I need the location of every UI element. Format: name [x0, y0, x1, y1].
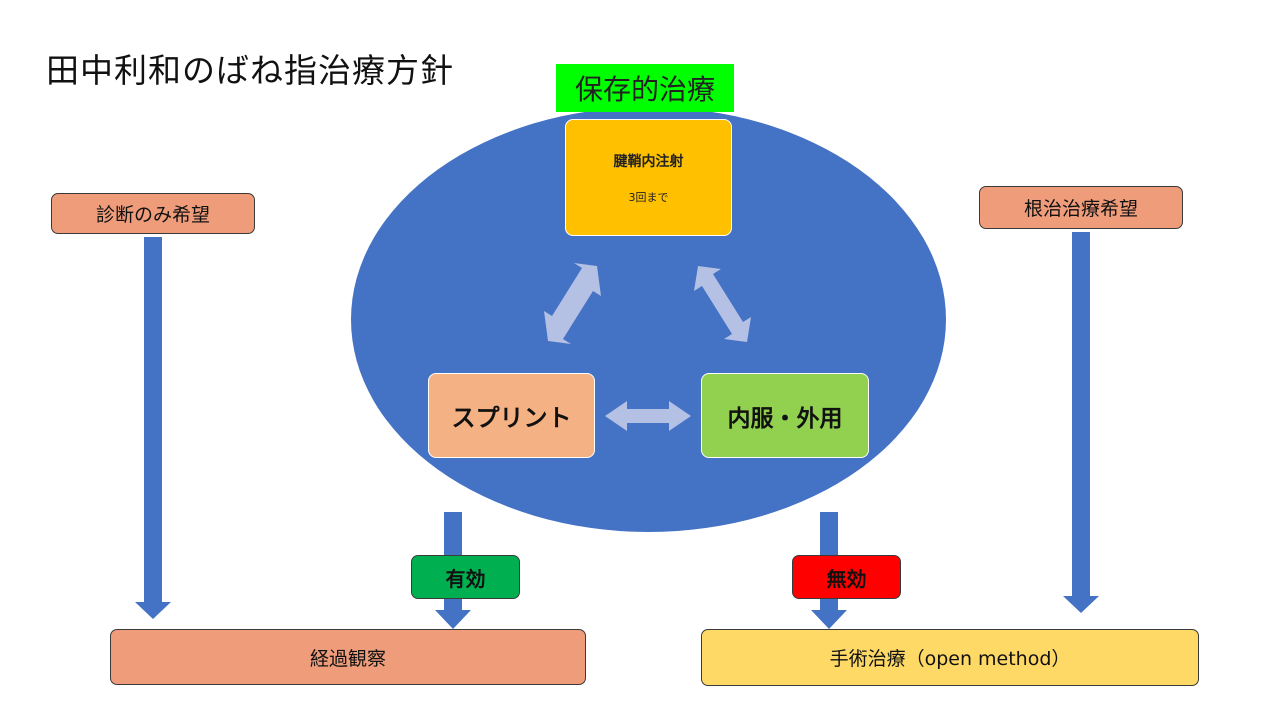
effective-badge: 有効	[411, 555, 520, 599]
page-title: 田中利和のばね指治療方針	[46, 51, 454, 90]
radical-cure-label: 根治治療希望	[1023, 198, 1138, 220]
observation-label: 経過観察	[309, 647, 386, 670]
medication-label: 内服・外用	[727, 405, 843, 432]
ineffective-label: 無効	[826, 566, 867, 591]
down-arrow-diagnosis	[135, 237, 171, 619]
effective-label: 有効	[445, 566, 486, 591]
ineffective-badge: 無効	[792, 555, 901, 599]
surgery-label: 手術治療（open method）	[829, 648, 1071, 670]
splint-label: スプリント	[451, 404, 572, 432]
medication-box: 内服・外用	[701, 373, 869, 458]
observation-box: 経過観察	[110, 629, 586, 685]
injection-box: 腱鞘内注射 3回まで	[565, 119, 732, 236]
down-arrow-cure	[1063, 232, 1099, 613]
diagnosis-only-label: 診断のみ希望	[95, 204, 210, 226]
diagnosis-only-box: 診断のみ希望	[51, 193, 255, 234]
radical-cure-box: 根治治療希望	[979, 186, 1183, 229]
injection-label: 腱鞘内注射	[613, 153, 684, 170]
injection-note: 3回まで	[628, 190, 669, 204]
surgery-box: 手術治療（open method）	[701, 629, 1199, 686]
splint-box: スプリント	[428, 373, 595, 458]
conservative-treatment-label: 保存的治療	[556, 64, 734, 112]
